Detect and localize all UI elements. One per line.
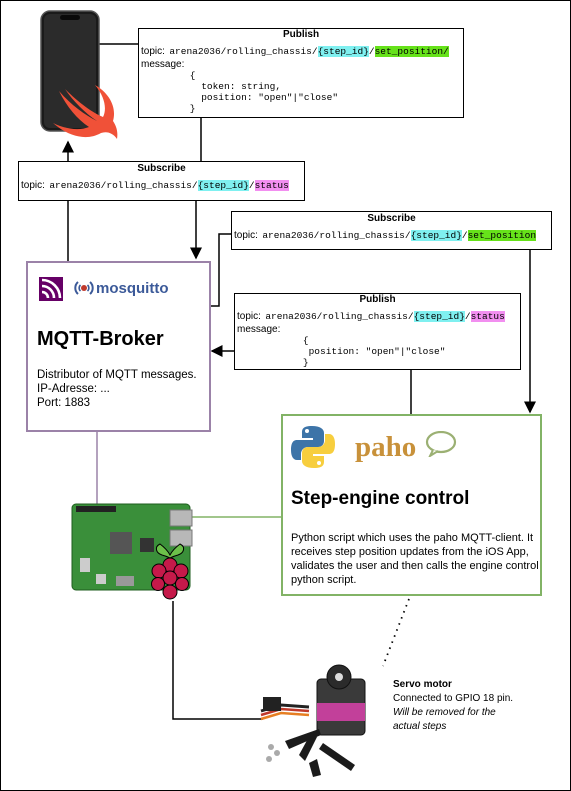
topic-step-id: {step_id} [317, 46, 369, 57]
mosquitto-logo-text: mosquitto [96, 280, 169, 297]
iphone-icon [40, 10, 100, 132]
servo-note-line: Will be removed for the [393, 707, 496, 718]
topic-suffix: status [254, 180, 289, 191]
message-label: message: [141, 59, 185, 70]
topic-label: topic: [234, 230, 258, 241]
topic-prefix: arena2036/rolling_chassis/ [169, 46, 318, 57]
broker-title: MQTT-Broker [37, 328, 164, 350]
message-line: { [263, 335, 309, 346]
topic-step-id: {step_id} [197, 180, 249, 191]
raspberry-logo-icon [146, 541, 194, 603]
topic-suffix: status [470, 311, 505, 322]
publish-status-box: Publish topic: arena2036/rolling_chassis… [234, 293, 521, 370]
publish-set-position-box: Publish topic: arena2036/rolling_chassis… [138, 28, 464, 118]
topic-label: topic: [141, 46, 165, 57]
servo-motor-icon [259, 663, 389, 781]
message-line: { [167, 70, 196, 81]
broker-desc-line: Distributor of MQTT messages. [37, 369, 197, 381]
topic-slash: / [368, 46, 375, 57]
servo-title: Servo motor [393, 679, 452, 690]
topic-step-id: {step_id} [413, 311, 465, 322]
message-label: message: [237, 324, 281, 335]
engine-description: Python script which uses the paho MQTT-c… [291, 532, 539, 586]
topic-prefix: arena2036/rolling_chassis/ [265, 311, 414, 322]
topic-slash: / [464, 311, 471, 322]
box-title: Publish [282, 29, 320, 40]
mqtt-logo-icon [39, 277, 63, 301]
python-logo-icon [289, 423, 337, 471]
box-title: Subscribe [137, 163, 186, 174]
speech-bubble-icon [425, 430, 457, 459]
paho-logo-text: paho [355, 431, 417, 463]
topic-step-id: {step_id} [410, 230, 462, 241]
box-title: Publish [359, 294, 396, 305]
servo-label: Servo motor Connected to GPIO 18 pin. Wi… [393, 678, 513, 734]
message-line: position: "open"|"close" [263, 346, 446, 357]
swift-logo-icon [51, 83, 119, 141]
topic-prefix: arena2036/rolling_chassis/ [49, 180, 198, 191]
topic-suffix: set_position [467, 230, 537, 241]
topic-suffix: set_position/ [374, 46, 449, 57]
servo-connection: Connected to GPIO 18 pin. [393, 693, 514, 704]
mqtt-broker-box: mosquitto MQTT-Broker Distributor of MQT… [26, 261, 211, 432]
engine-title: Step-engine control [291, 488, 470, 509]
broker-desc-line: IP-Adresse: ... [37, 383, 110, 395]
mosquitto-logo-icon [73, 277, 95, 299]
line-pi-servo [172, 601, 263, 720]
broker-desc-line: Port: 1883 [37, 397, 91, 409]
broker-description: Distributor of MQTT messages. IP-Adresse… [37, 368, 197, 410]
line-engine-servo-dotted [382, 598, 410, 667]
line-broker-subscribe-right [211, 233, 231, 307]
topic-slash: / [461, 230, 468, 241]
message-line: } [263, 357, 309, 368]
message-line: } [167, 103, 196, 114]
message-line: token: string, [167, 81, 282, 92]
topic-label: topic: [21, 180, 45, 191]
topic-slash: / [248, 180, 255, 191]
subscribe-set-position-box: Subscribe topic: arena2036/rolling_chass… [231, 211, 552, 250]
box-title: Subscribe [367, 213, 416, 224]
topic-label: topic: [237, 311, 261, 322]
servo-note-line: actual steps [393, 721, 447, 732]
topic-prefix: arena2036/rolling_chassis/ [262, 230, 411, 241]
message-line: position: "open"|"close" [167, 92, 339, 103]
step-engine-box: paho Step-engine control Python script w… [281, 414, 542, 596]
subscribe-status-box: Subscribe topic: arena2036/rolling_chass… [18, 161, 305, 201]
